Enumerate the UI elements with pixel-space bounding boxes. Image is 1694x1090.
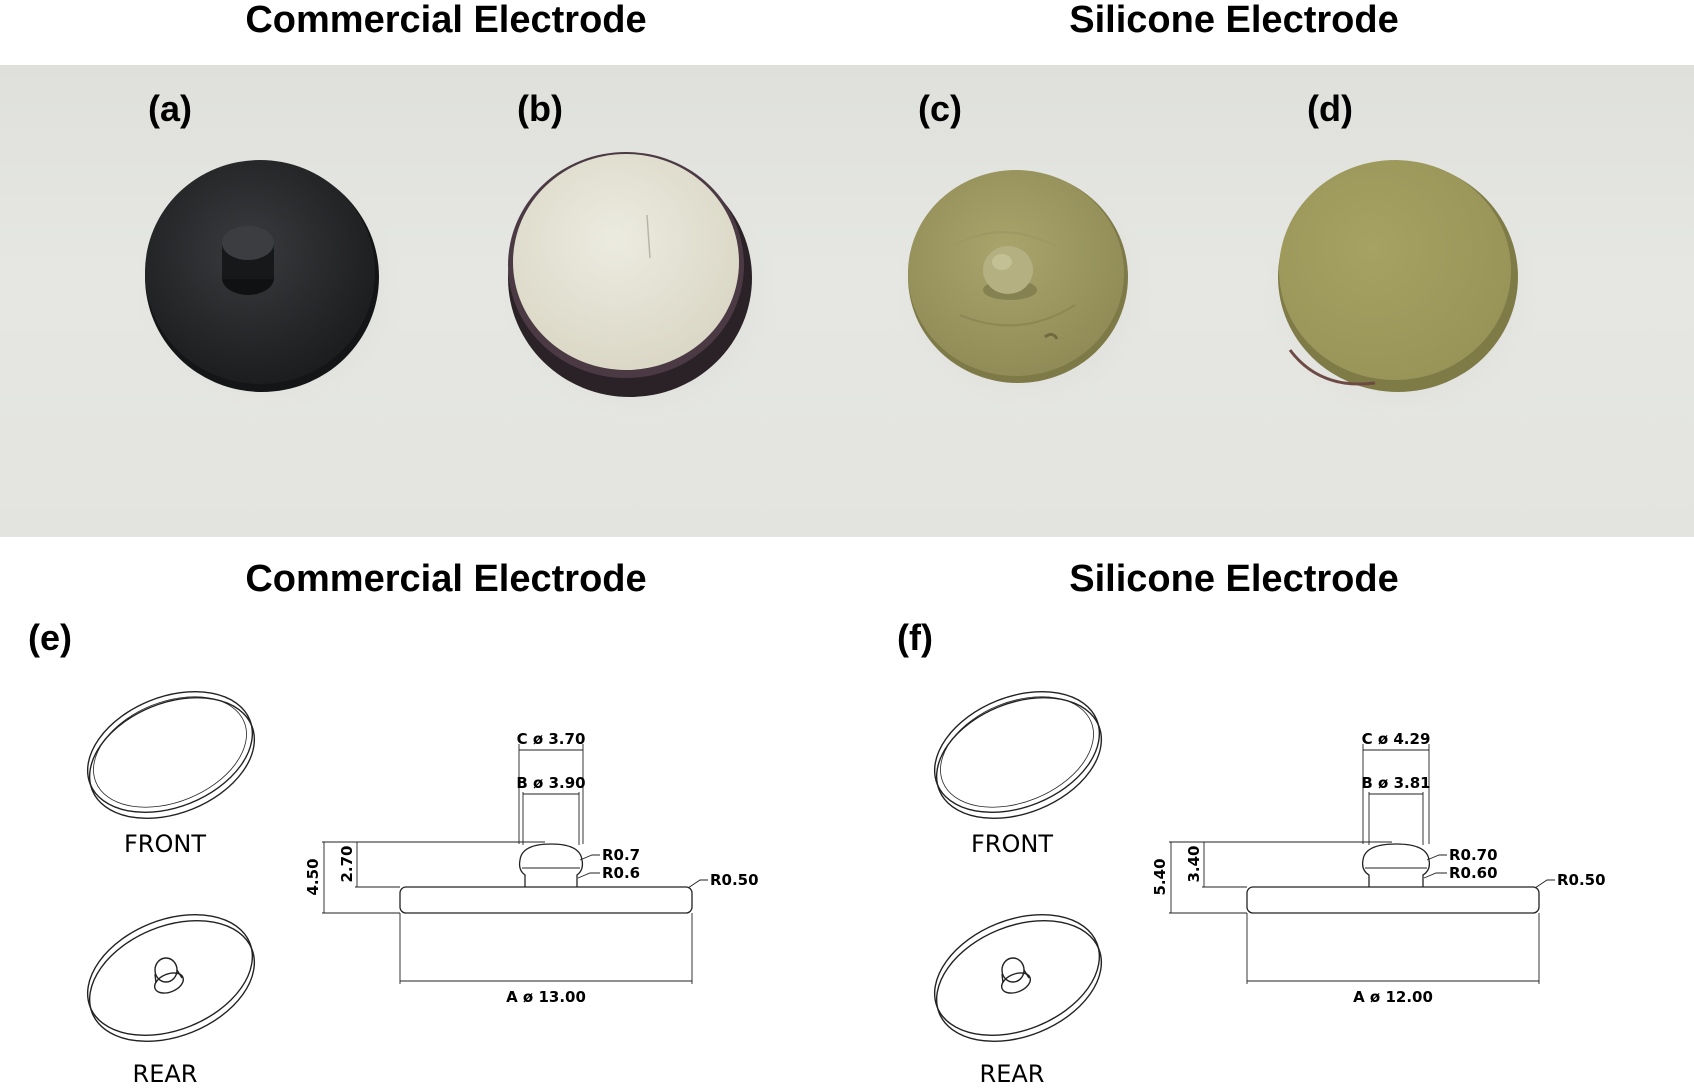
commercial-dim-r-top: R0.7 (602, 846, 640, 864)
photo-title-silicone: Silicone Electrode (1069, 0, 1399, 41)
photo-title-commercial: Commercial Electrode (245, 0, 647, 41)
panel-label-e: (e) (28, 617, 72, 658)
commercial-dimension-drawing: C ø 3.70 B ø 3.90 4.50 2.70 R0.7 R0.6 R0… (304, 730, 759, 1006)
panel-label-a: (a) (148, 88, 192, 129)
panel-label-d: (d) (1307, 88, 1353, 129)
silicone-stud-outline (1361, 843, 1431, 887)
commercial-rear-view (86, 913, 256, 1043)
photo-electrode-c (895, 170, 1155, 408)
silicone-dim-r-top: R0.70 (1449, 846, 1498, 864)
silicone-rear-label: REAR (979, 1060, 1045, 1088)
commercial-front-view (86, 690, 256, 820)
silicone-front-label: FRONT (971, 830, 1053, 858)
drawing-title-commercial: Commercial Electrode (245, 558, 647, 600)
silicone-dim-disc: 3.40 (1185, 845, 1203, 882)
commercial-dim-a: A ø 13.00 (506, 988, 586, 1006)
silicone-front-view (933, 690, 1103, 820)
silicone-dim-r-edge: R0.50 (1557, 871, 1606, 889)
silicone-dim-r-neck: R0.60 (1449, 864, 1498, 882)
photo-electrode-d (1260, 160, 1540, 418)
commercial-dim-total: 4.50 (304, 858, 322, 895)
commercial-stud-outline (518, 843, 584, 887)
silicone-dim-b: B ø 3.81 (1361, 774, 1430, 792)
panel-label-b: (b) (517, 88, 563, 129)
silicone-dim-total: 5.40 (1151, 858, 1169, 895)
commercial-front-label: FRONT (124, 830, 206, 858)
photo-electrode-a (135, 160, 405, 410)
silicone-rear-view (933, 913, 1103, 1043)
electrode-photo-drawing (135, 152, 1540, 420)
electrode-photo: (a) (b) (c) (d) (0, 65, 1694, 537)
commercial-dim-disc: 2.70 (338, 845, 356, 882)
drawing-title-silicone: Silicone Electrode (1069, 558, 1399, 600)
panel-label-f: (f) (897, 617, 933, 658)
panel-label-c: (c) (918, 88, 962, 129)
photo-electrode-b (500, 152, 780, 420)
commercial-dim-r-neck: R0.6 (602, 864, 640, 882)
commercial-rear-label: REAR (132, 1060, 198, 1088)
silicone-dimension-drawing: C ø 4.29 B ø 3.81 5.40 3.40 R0.70 R0.60 … (1151, 730, 1606, 1006)
commercial-disc-outline (399, 886, 693, 914)
silicone-dim-c: C ø 4.29 (1362, 730, 1431, 748)
commercial-dim-r-edge: R0.50 (710, 871, 759, 889)
silicone-dim-a: A ø 12.00 (1353, 988, 1433, 1006)
silicone-disc-outline (1246, 886, 1540, 914)
commercial-dim-b: B ø 3.90 (516, 774, 585, 792)
commercial-dim-c: C ø 3.70 (517, 730, 586, 748)
